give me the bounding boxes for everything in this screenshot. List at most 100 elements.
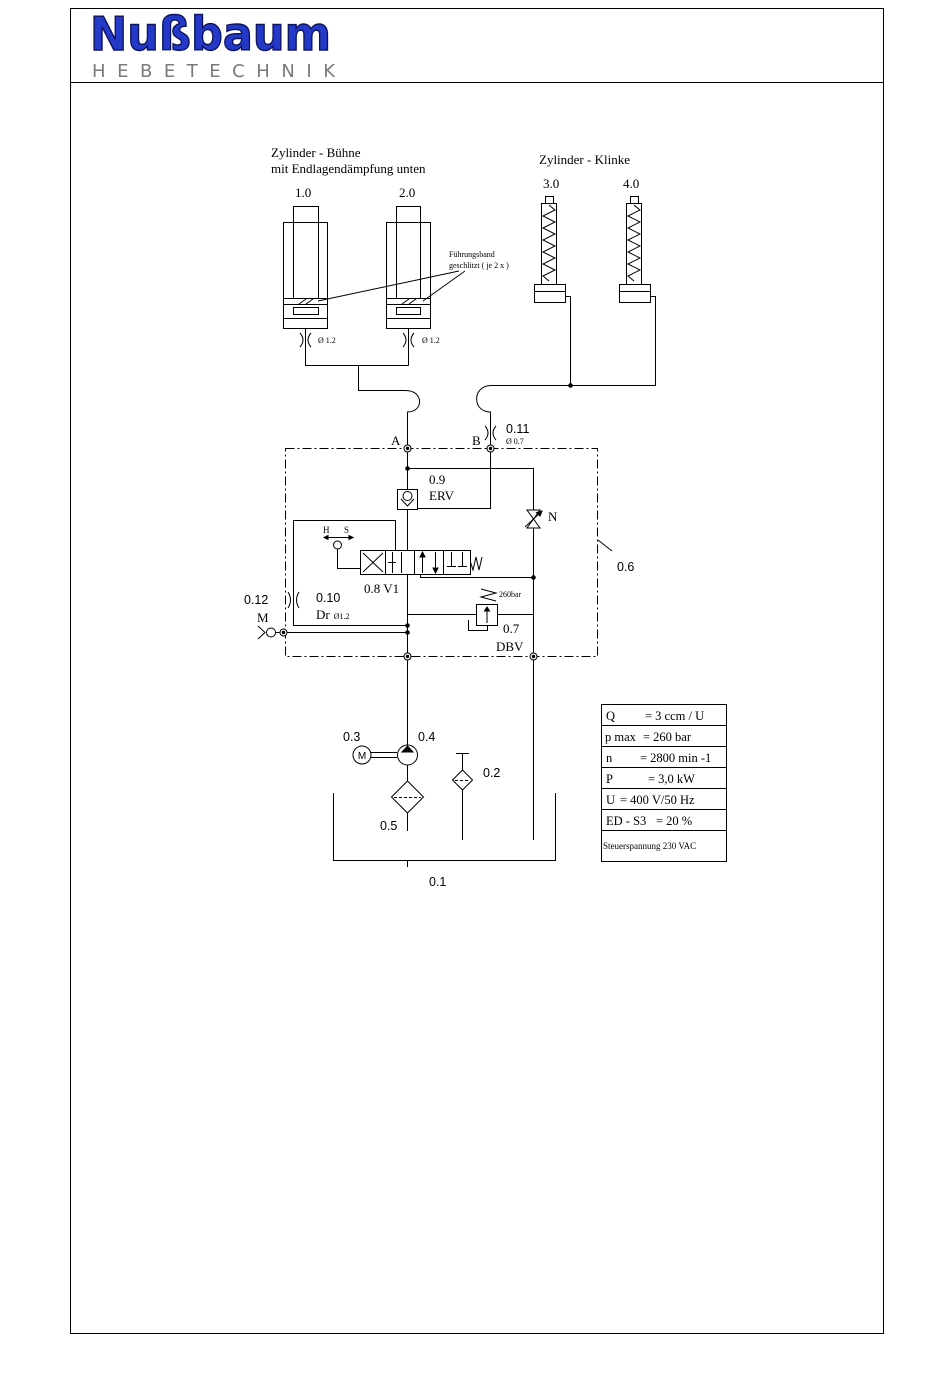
cylinder-1-rod [293,206,319,223]
check-valve-seat [400,498,415,507]
spec-table: Q = 3 ccm / U p max = 260 bar n = 2800 m… [601,704,727,862]
throttle-arc [287,591,291,609]
spec-label-voltage: U [606,793,615,807]
arrow-head [483,606,491,612]
directional-valve-v1: H S 0.8 V1 [322,525,483,596]
return-filter-id: 0.2 [483,766,500,780]
cylinder-4-0 [619,196,651,303]
relief-valve-id: 0.7 [503,621,520,636]
cylinder-1-piston [293,307,319,315]
relief-valve-setting: 260bar [499,590,522,599]
gauge-port-check: 0.12 M [244,593,281,640]
spec-label-flow: Q [606,709,615,723]
port-center [405,446,410,451]
cylinder-3-0 [534,196,566,303]
port-b-label: B [472,433,481,448]
guide-band-label: Führungsband [449,250,495,259]
junction-dot [568,383,573,388]
throttle-dr-id: 0.10 [316,591,340,605]
relief-valve-spring [479,588,498,602]
return-filter: 0.2 [451,753,500,840]
directional-valve-label: 0.8 V1 [364,581,399,596]
hose-b [476,296,656,448]
power-unit-id: 0.6 [617,560,634,574]
valve-lever-knob [333,540,342,550]
tank-outline [333,793,556,861]
cylinder-3-label: 3.0 [543,176,559,191]
pressure-relief-valve-dbv: 260bar 0.7 DBV [407,588,534,654]
lever-position-s: S [344,525,349,535]
spec-value-power: = 3,0 kW [648,772,695,786]
cylinder-3-rod [545,196,554,204]
throttle-2-label: Ø 1.2 [422,336,440,345]
relief-valve-pilot [468,620,488,631]
cylinder-2-0 [386,206,431,329]
page-frame [70,8,884,1334]
tank-id: 0.1 [429,875,446,889]
gauge-check-ball [266,627,276,638]
cylinder-1-0 [283,206,328,329]
cylinder-4-label: 4.0 [623,176,639,191]
guide-band-label-2: geschlitzt ( je 2 x ) [449,261,509,270]
spec-value-flow: = 3 ccm / U [645,709,704,723]
cylinder-1-guide-band-hatch [298,298,307,305]
cylinder-2-label: 2.0 [399,185,415,200]
cylinder-1-guide-band-hatch [305,298,314,305]
gauge-check-id: 0.12 [244,593,268,607]
gauge-check-seat [257,625,266,640]
cylinder-4-spring [626,204,642,282]
junction-dot [405,630,410,635]
pump-triangle [400,745,415,753]
check-valve-name: ERV [429,488,455,503]
company-logo: Nußbaum HEBETECHNIK [89,6,336,82]
spec-label-duty: ED - S3 [606,814,646,828]
throttle-arc [299,332,304,348]
port-a-label: A [391,433,401,448]
suction-filter-id: 0.5 [380,819,397,833]
port-center [488,446,493,451]
port-m-connector [279,628,288,637]
platform-cylinders-title: Zylinder - Bühne [271,145,361,160]
throttle-2: Ø 1.2 [402,332,440,348]
cylinder-1-label: 1.0 [295,185,311,200]
check-valve-erv: 0.9 ERV [397,472,455,510]
spec-value-speed: = 2800 min -1 [640,751,711,765]
spec-table-frame [601,704,727,862]
spec-label-speed: n [606,751,613,765]
suction-filter: 0.5 [380,780,425,833]
arrow-head [432,567,439,575]
pilot-loop-line [293,520,408,626]
pump-id: 0.4 [418,730,435,744]
motor-id: 0.3 [343,730,360,744]
power-unit-leader [597,539,613,552]
cylinder-3-line [565,296,571,386]
port-b-line [417,448,491,509]
spec-value-voltage: = 400 V/50 Hz [620,793,695,807]
logo-wordmark: Nußbaum [90,7,331,61]
arrow-head [348,534,355,541]
cylinder-3-spring [541,204,557,282]
junction-dot [531,575,536,580]
throttle-arc [410,332,415,348]
lowering-valve-n: N [524,509,558,529]
spec-value-duty: = 20 % [656,814,692,828]
motor: M 0.3 [343,730,397,765]
port-a-connector [403,444,412,453]
junction-dot [405,466,410,471]
guide-band-note: Führungsband geschlitzt ( je 2 x ) [317,250,509,302]
spec-control-voltage: Steuerspannung 230 VAC [603,841,696,851]
valve-body [360,550,471,575]
cylinder-2-rod [396,206,421,223]
cylinder-2-guide-band-hatch [401,298,410,305]
gauge-port-label: M [257,610,269,625]
power-unit-boundary [285,448,598,657]
check-valve-ball [402,491,413,501]
relief-valve-name: DBV [496,639,524,654]
motor-circle [352,745,372,765]
throttle-arc [402,332,407,348]
platform-cylinders-subtitle: mit Endlagendämpfung unten [271,161,426,176]
throttle-1: Ø 1.2 [299,332,336,348]
